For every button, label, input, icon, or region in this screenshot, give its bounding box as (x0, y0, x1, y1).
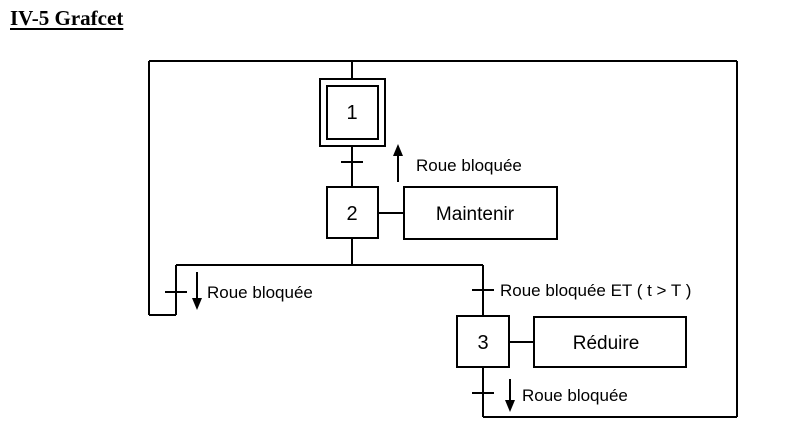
action-label-3: Réduire (573, 333, 640, 354)
transition-condition-2-1: Roue bloquée (207, 283, 313, 302)
action-box-3 (533, 316, 687, 368)
step-3-box (456, 315, 510, 368)
step-1-inner (326, 85, 379, 140)
step-3-number: 3 (477, 332, 488, 354)
transition-condition-1-2: Roue bloquée (416, 156, 522, 175)
action-box-2 (403, 186, 558, 240)
step-2-box (326, 186, 379, 239)
step-1-number: 1 (346, 102, 357, 124)
action-label-2: Maintenir (436, 204, 515, 225)
section-heading: IV-5 Grafcet (10, 6, 124, 30)
transition-condition-2-3: Roue bloquée ET ( t > T ) (500, 281, 691, 300)
rising-edge-arrow-icon (393, 144, 403, 182)
step-2-number: 2 (346, 203, 357, 225)
transition-condition-3-1: Roue bloquée (522, 386, 628, 405)
falling-edge-arrow-icon (505, 379, 515, 412)
falling-edge-arrow-icon (192, 272, 202, 310)
